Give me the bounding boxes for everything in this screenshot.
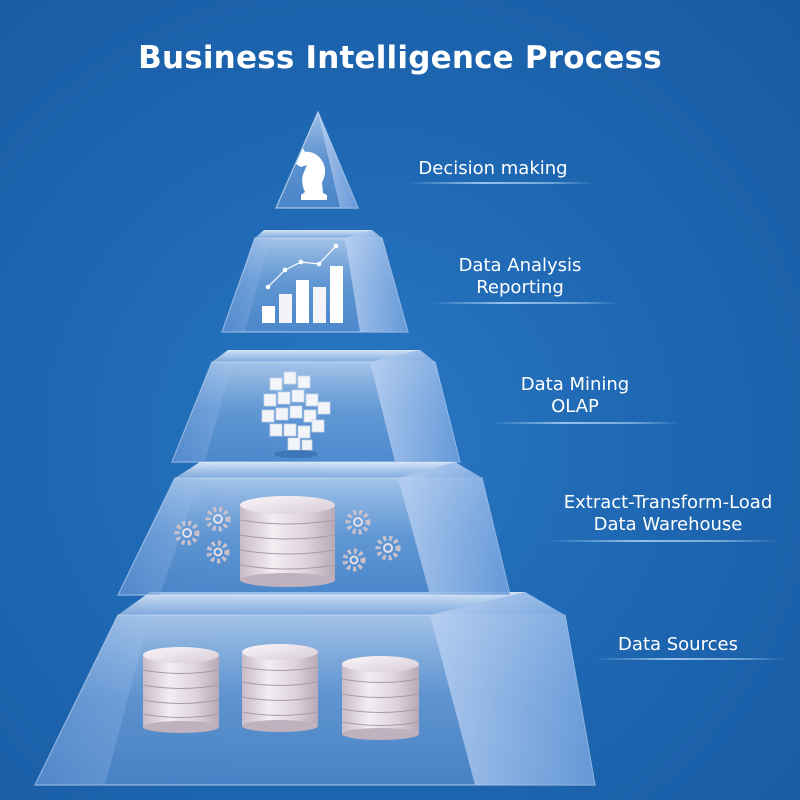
label-rule xyxy=(595,658,785,660)
level-label-line: Data Sources xyxy=(618,634,738,655)
level-label-line: Data Analysis xyxy=(458,255,582,276)
level-label-line: Extract-Transform-Load xyxy=(563,492,773,513)
chess-knight-icon xyxy=(296,148,327,200)
level-label-decision: Decision making xyxy=(398,158,588,180)
diagram-title: Business Intelligence Process xyxy=(138,40,662,76)
label-rule xyxy=(545,540,780,542)
label-rule xyxy=(430,302,620,304)
cube-icon xyxy=(261,371,331,458)
gear-icons xyxy=(174,506,401,572)
source-cylinder xyxy=(341,656,420,740)
pyramid-level-mining-olap xyxy=(171,350,461,463)
level-label-line: OLAP xyxy=(551,396,599,417)
source-cylinder xyxy=(241,644,319,732)
level-label-line: Data Warehouse xyxy=(593,514,743,535)
label-rule xyxy=(490,422,680,424)
label-rule xyxy=(405,182,595,184)
level-label-sources: Data Sources xyxy=(598,634,758,656)
database-with-gears-icon xyxy=(174,496,401,587)
bar-chart-icon xyxy=(262,243,343,323)
level-label-line: Decision making xyxy=(418,158,568,179)
source-cylinder xyxy=(142,647,220,733)
level-label-line: Data Mining xyxy=(520,374,630,395)
level-label-etl: Extract-Transform-Load Data Warehouse xyxy=(548,492,788,536)
databases-icon xyxy=(142,644,420,740)
level-label-line: Reporting xyxy=(476,277,564,298)
level-label-analysis: Data Analysis Reporting xyxy=(430,255,610,299)
level-label-mining: Data Mining OLAP xyxy=(485,374,665,418)
warehouse-cylinder xyxy=(239,496,336,587)
